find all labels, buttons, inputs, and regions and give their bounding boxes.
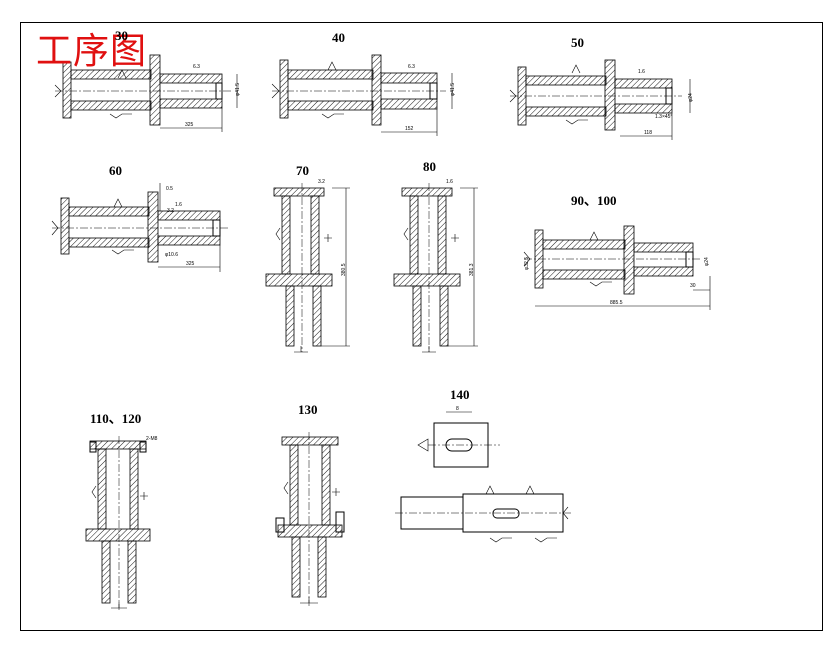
svg-text:30: 30 — [690, 283, 696, 289]
op60-drawing: 325 0.5 1.6 3.2 φ10.6 — [51, 183, 230, 272]
svg-text:φ32.5: φ32.5 — [524, 257, 530, 270]
svg-text:2-M8: 2-M8 — [146, 436, 158, 442]
svg-text:1.6: 1.6 — [638, 69, 645, 75]
op40-drawing: 152 6.3 φ41.5 — [271, 54, 456, 136]
svg-text:152: 152 — [405, 126, 414, 132]
svg-text:φ24: φ24 — [688, 93, 694, 102]
svg-text:φ41.5: φ41.5 — [235, 83, 241, 96]
op50-drawing: 118 1.6 1.3×45° φ24 — [509, 59, 694, 140]
op30-drawing: 325 6.3 φ41.5 — [54, 54, 241, 132]
op130-label: 130 — [298, 402, 318, 417]
svg-text:381.3: 381.3 — [469, 263, 475, 276]
drawing-frame — [20, 22, 823, 631]
svg-text:φ24: φ24 — [704, 257, 710, 266]
svg-text:φ10.6: φ10.6 — [165, 252, 178, 258]
svg-text:325: 325 — [186, 261, 195, 267]
op110-label: 110、120 — [90, 411, 142, 426]
svg-text:3.2: 3.2 — [167, 208, 174, 214]
op130-drawing — [275, 432, 345, 606]
svg-text:380.5: 380.5 — [341, 263, 347, 276]
op70-drawing: 380.5 3.2 — [265, 179, 350, 353]
svg-text:325: 325 — [185, 122, 194, 128]
svg-text:1.6: 1.6 — [175, 202, 182, 208]
op140-label: 140 — [450, 387, 470, 402]
op110-drawing: 2-M8 — [85, 436, 158, 610]
op30-label: 30 — [115, 28, 128, 43]
op50-label: 50 — [571, 35, 584, 50]
op140-drawing: 8 — [395, 406, 572, 543]
op90-label: 90、100 — [571, 193, 617, 208]
svg-text:6.3: 6.3 — [408, 64, 415, 70]
svg-text:6.3: 6.3 — [193, 64, 200, 70]
op60-label: 60 — [109, 163, 122, 178]
op40-label: 40 — [332, 30, 345, 45]
svg-text:φ41.5: φ41.5 — [450, 83, 456, 96]
svg-text:1.3×45°: 1.3×45° — [655, 114, 672, 120]
drawing-title: 工序图 — [36, 31, 148, 72]
op90-drawing: 885.5 30 φ32.5 φ24 — [523, 225, 711, 310]
op70-label: 70 — [296, 163, 309, 178]
op80-drawing: 381.3 1.6 — [393, 179, 478, 353]
svg-text:3.2: 3.2 — [318, 179, 325, 185]
svg-text:1.6: 1.6 — [446, 179, 453, 185]
svg-text:885.5: 885.5 — [610, 300, 623, 306]
svg-text:0.5: 0.5 — [166, 186, 173, 192]
svg-text:8: 8 — [456, 406, 459, 412]
op80-label: 80 — [423, 159, 436, 174]
svg-text:118: 118 — [644, 130, 652, 136]
